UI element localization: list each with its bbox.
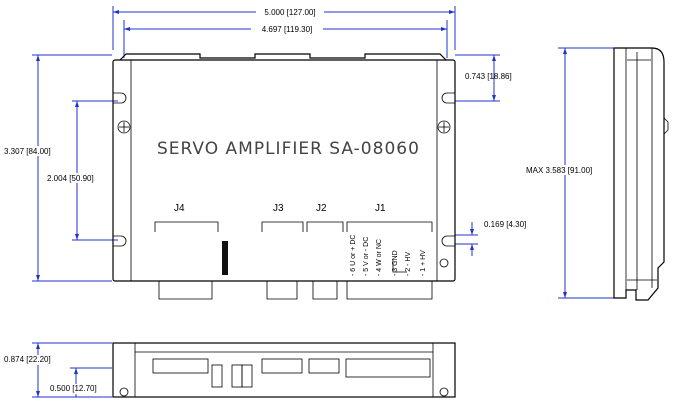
- dimension-overall-height: 3.307 [84.00]: [2, 54, 112, 282]
- connector-j3: [261, 221, 304, 232]
- screw-icon: [437, 120, 451, 134]
- connector-j4: [154, 221, 219, 232]
- pin-label-6: - 6 U or + DC: [350, 235, 357, 276]
- pin-label-1: - 1 + HV: [420, 250, 427, 276]
- side-view: MAX 3.583 [91.00]: [524, 47, 669, 301]
- pin-label-2: - 2 - HV: [405, 252, 412, 276]
- front-view: 0.874 [22.20] 0.500 [12.70]: [2, 342, 456, 398]
- pin-label-4: - 4 W or NC: [376, 239, 383, 276]
- connector-j1: [346, 221, 433, 232]
- pin-label-5: - 5 V or - DC: [363, 237, 370, 276]
- connector-label-j1: J1: [375, 203, 386, 214]
- screw-icon: [117, 120, 131, 134]
- dimension-hole-offset-small: 0.169 [4.30]: [455, 220, 526, 256]
- dim-front-inner-text: 0.500 [12.70]: [50, 384, 97, 393]
- dim-hole-offset-small-text: 0.169 [4.30]: [484, 220, 526, 229]
- top-view: SERVO AMPLIFIER SA-08060 J4 J3 J2 J1 - 6…: [112, 53, 456, 300]
- dim-overall-height-text: 3.307 [84.00]: [4, 147, 51, 156]
- connector-label-j4: J4: [174, 203, 185, 214]
- dim-front-height-text: 0.874 [22.20]: [4, 355, 51, 364]
- dim-side-height-text: MAX 3.583 [91.00]: [526, 166, 592, 175]
- dimension-hole-offset-right: 0.743 [18.86]: [455, 54, 512, 102]
- product-title: SERVO AMPLIFIER SA-08060: [157, 139, 420, 159]
- pin-label-3: - 3 GND: [392, 250, 399, 276]
- connector-j2: [306, 221, 344, 232]
- connector-label-j2: J2: [316, 203, 327, 214]
- connector-j4-key: [222, 241, 228, 275]
- dim-overall-width-text: 5.000 [127.00]: [264, 8, 315, 17]
- dimension-overall-width: 5.000 [127.00]: [112, 6, 456, 50]
- dimension-hole-spacing: 4.697 [119.30]: [123, 20, 448, 58]
- dim-hole-spacing-text: 4.697 [119.30]: [262, 25, 313, 34]
- ground-screw-icon: [439, 258, 449, 268]
- dim-hole-offset-right-text: 0.743 [18.86]: [465, 72, 512, 81]
- connector-label-j3: J3: [273, 203, 284, 214]
- dimension-inner-height: 2.004 [50.90]: [45, 100, 118, 241]
- dim-inner-height-text: 2.004 [50.90]: [47, 174, 94, 183]
